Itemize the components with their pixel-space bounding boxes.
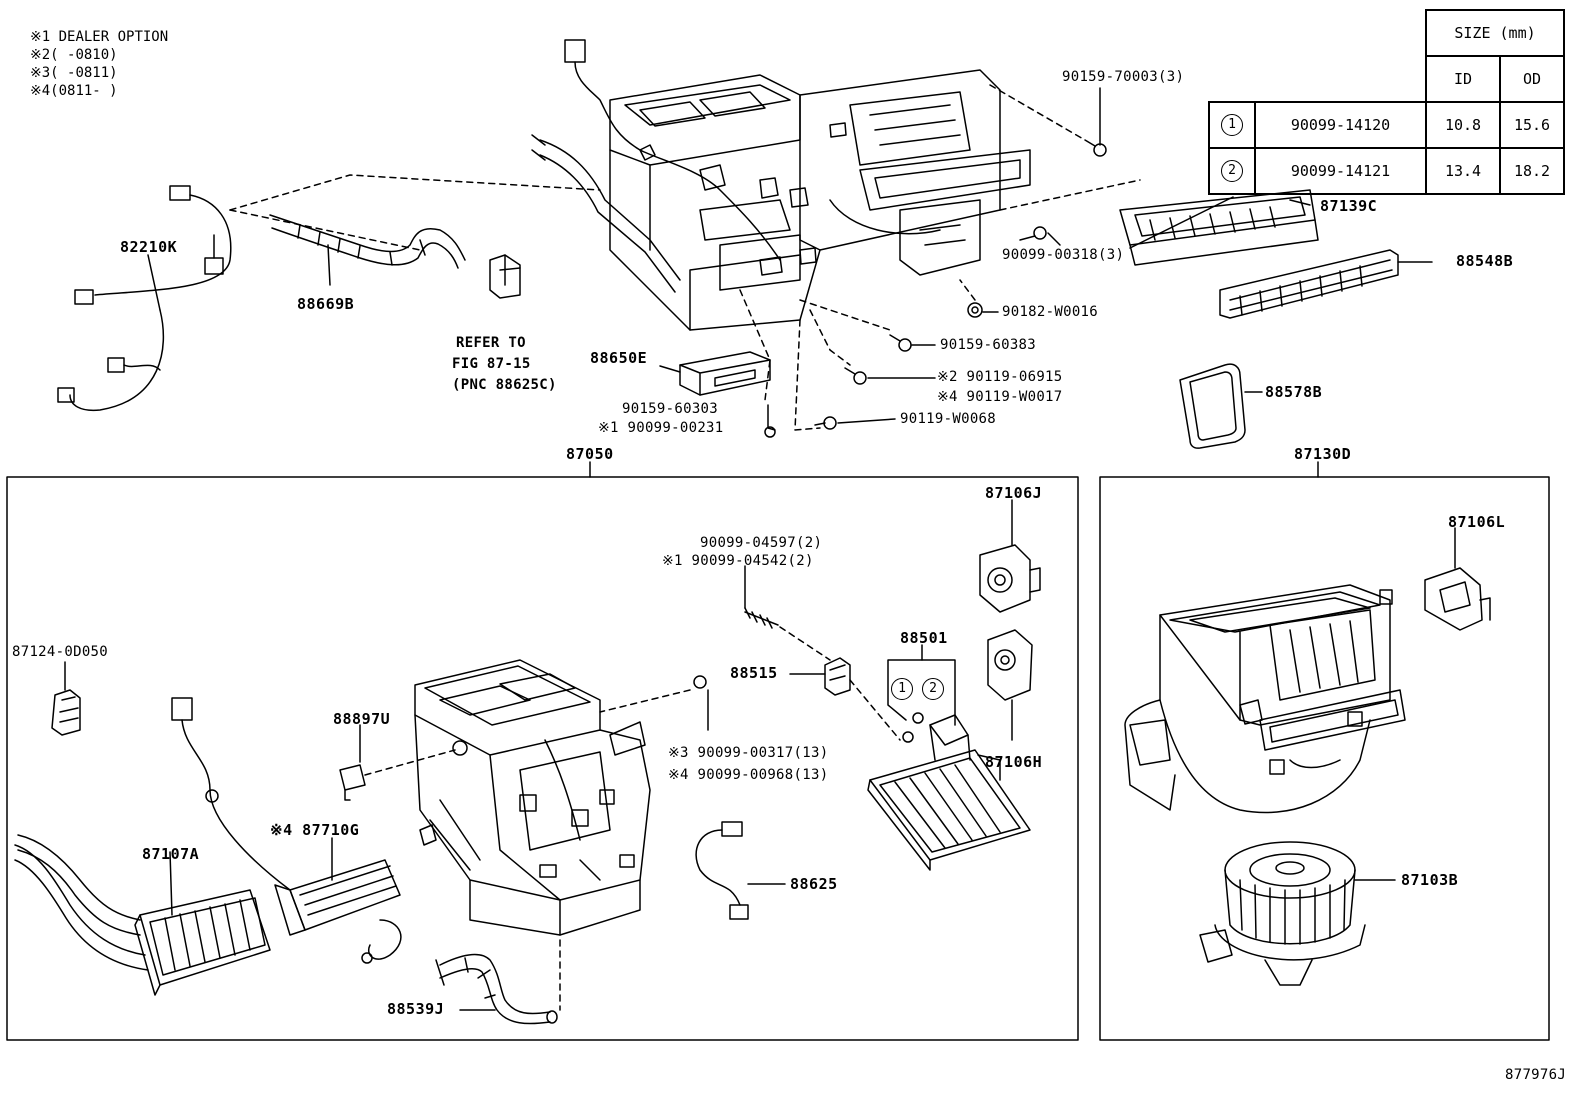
circle-key: 2 xyxy=(1221,160,1243,182)
label-refer-2: FIG 87-15 xyxy=(452,356,531,372)
size-table: SIZE (mm) ID OD 1 90099-14120 10.8 15.6 … xyxy=(1208,9,1565,195)
label-90159-60383: 90159-60383 xyxy=(940,337,1037,353)
sensor-88897U xyxy=(339,724,468,801)
hose-88669B xyxy=(269,214,466,286)
label-90119-W0017: ※4 90119-W0017 xyxy=(937,389,1063,405)
label-87050: 87050 xyxy=(566,445,614,463)
label-90159-70003: 90159-70003(3) xyxy=(1062,69,1185,85)
size-od: 18.2 xyxy=(1499,147,1565,195)
hose-88539J xyxy=(435,939,561,1025)
clip-87124 xyxy=(51,661,81,736)
label-90099-04542: ※1 90099-04542(2) xyxy=(662,553,814,569)
note-2: ※2( -0810) xyxy=(30,47,118,63)
label-88515: 88515 xyxy=(730,664,778,682)
hvac-unit-bottom xyxy=(414,659,651,936)
servo-87106J xyxy=(979,499,1041,613)
label-90182-W0016: 90182-W0016 xyxy=(1002,304,1099,320)
diagram-id: 877976J xyxy=(1505,1067,1567,1083)
size-table-title: SIZE (mm) xyxy=(1425,9,1565,56)
circle-key-2: 2 xyxy=(922,678,944,700)
amplifier-88650E xyxy=(659,351,771,396)
label-82210K: 82210K xyxy=(120,238,178,256)
label-90099-00317: ※3 90099-00317(13) xyxy=(668,745,829,761)
circle-key-1: 1 xyxy=(891,678,913,700)
label-90159-60303: 90159-60303 xyxy=(622,401,719,417)
label-87139C: 87139C xyxy=(1320,197,1378,215)
table-row: 1 90099-14120 10.8 15.6 xyxy=(1208,101,1565,149)
label-refer-3: (PNC 88625C) xyxy=(452,377,557,393)
box-87130D xyxy=(1099,476,1550,1041)
label-87710G: ※4 87710G xyxy=(270,821,360,839)
size-id: 13.4 xyxy=(1425,147,1501,195)
connector-refer xyxy=(489,254,521,299)
label-88897U: 88897U xyxy=(333,710,391,728)
note-4: ※4(0811- ) xyxy=(30,83,118,99)
circle-key: 1 xyxy=(1221,114,1243,136)
label-87106J: 87106J xyxy=(985,484,1043,502)
label-87106L: 87106L xyxy=(1448,513,1506,531)
label-90099-04597: 90099-04597(2) xyxy=(700,535,823,551)
label-87107A: 87107A xyxy=(142,845,200,863)
size-col-od: OD xyxy=(1499,55,1565,103)
label-88539J: 88539J xyxy=(387,1000,445,1018)
table-row: 2 90099-14121 13.4 18.2 xyxy=(1208,147,1565,195)
label-87103B: 87103B xyxy=(1401,871,1459,889)
size-col-id: ID xyxy=(1425,55,1501,103)
servo-87106L xyxy=(1424,527,1491,631)
clip-88515 xyxy=(789,657,901,741)
blower-unit-87130D xyxy=(1124,584,1406,814)
label-90119-06915: ※2 90119-06915 xyxy=(937,369,1063,385)
seal-88578B xyxy=(1179,363,1263,449)
servo-87106H xyxy=(987,629,1033,741)
label-88650E: 88650E xyxy=(590,349,648,367)
hvac-unit-top xyxy=(531,39,1031,331)
size-part: 90099-14121 xyxy=(1254,147,1427,195)
blower-motor-87103B xyxy=(1199,841,1396,986)
note-1: ※1 DEALER OPTION xyxy=(30,29,169,45)
label-90099-00968: ※4 90099-00968(13) xyxy=(668,767,829,783)
label-88625: 88625 xyxy=(790,875,838,893)
label-90099-00231: ※1 90099-00231 xyxy=(598,420,724,436)
size-part: 90099-14120 xyxy=(1254,101,1427,149)
ptc-heater-87710G xyxy=(171,697,402,964)
label-88501: 88501 xyxy=(900,629,948,647)
label-88548B: 88548B xyxy=(1456,252,1514,270)
size-id: 10.8 xyxy=(1425,101,1501,149)
label-refer-1: REFER TO xyxy=(456,335,526,351)
note-3: ※3( -0811) xyxy=(30,65,118,81)
heater-core-87107A xyxy=(14,834,271,996)
size-od: 15.6 xyxy=(1499,101,1565,149)
screw-04597 xyxy=(744,565,831,661)
label-88578B: 88578B xyxy=(1265,383,1323,401)
harness-88625 xyxy=(695,821,786,920)
label-88669B: 88669B xyxy=(297,295,355,313)
filter-87139C xyxy=(1119,189,1319,266)
label-90119-W0068: 90119-W0068 xyxy=(900,411,997,427)
label-87124-0D050: 87124-0D050 xyxy=(12,644,109,660)
screen-88548B xyxy=(1219,249,1433,319)
label-87106H: 87106H xyxy=(985,753,1043,771)
label-87130D: 87130D xyxy=(1294,445,1352,463)
evaporator-88501 xyxy=(867,644,1031,871)
box-87050 xyxy=(6,476,1079,1041)
label-90099-00318: 90099-00318(3) xyxy=(1002,247,1125,263)
harness-82210K xyxy=(57,185,232,412)
